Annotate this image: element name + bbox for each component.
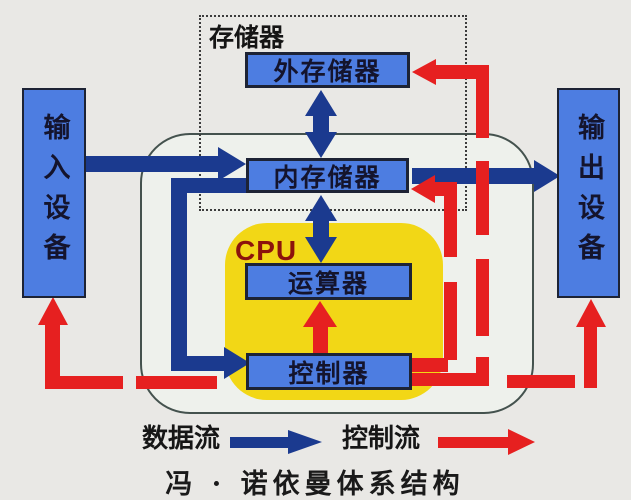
diagram-title: 冯 · 诺依曼体系结构 xyxy=(165,469,465,500)
arrow-segment xyxy=(313,112,329,136)
legend-control-flow-label: 控制流 xyxy=(342,423,421,453)
arrow-segment xyxy=(476,161,489,235)
arrow-segment xyxy=(230,437,288,448)
arrowhead xyxy=(305,195,337,221)
arrowhead xyxy=(38,297,68,325)
memory-group-label: 存储器 xyxy=(209,24,285,52)
arrowhead xyxy=(411,175,435,203)
arrow-segment xyxy=(171,356,224,371)
arrow-segment xyxy=(434,65,488,79)
main-memory-box: 内存储器 xyxy=(246,158,409,193)
arrow-segment xyxy=(136,376,217,389)
legend-data-flow-label: 数据流 xyxy=(142,423,221,453)
arrow-segment xyxy=(444,282,457,360)
arrowhead xyxy=(508,429,535,455)
arrow-segment xyxy=(584,326,597,388)
alu-box: 运算器 xyxy=(245,263,412,300)
arrow-segment xyxy=(313,217,329,243)
arrowhead xyxy=(305,132,337,158)
arrow-segment xyxy=(507,375,575,388)
arrowhead xyxy=(218,147,246,181)
arrowhead xyxy=(224,347,250,379)
arrowhead xyxy=(303,301,337,327)
control-unit-box: 控制器 xyxy=(246,353,412,390)
arrow-segment xyxy=(184,178,246,193)
arrowhead xyxy=(305,237,337,263)
arrow-segment xyxy=(476,259,489,336)
arrow-segment xyxy=(45,324,60,388)
arrow-segment xyxy=(171,178,187,371)
arrowhead xyxy=(576,299,606,327)
external-memory-box: 外存储器 xyxy=(245,52,410,88)
arrow-segment xyxy=(438,437,508,448)
cpu-label: CPU xyxy=(235,235,298,266)
arrowhead xyxy=(412,59,436,85)
arrowhead xyxy=(534,160,560,192)
arrowhead xyxy=(288,430,322,454)
input-device-box: 输入设备 xyxy=(22,88,86,298)
arrow-segment xyxy=(313,326,328,355)
arrow-segment xyxy=(444,182,457,257)
arrow-segment xyxy=(86,156,218,172)
arrowhead xyxy=(305,90,337,116)
arrow-segment xyxy=(476,65,489,138)
arrow-segment xyxy=(45,376,123,389)
arrow-segment xyxy=(408,358,448,372)
output-device-box: 输出设备 xyxy=(557,88,620,298)
arrow-segment xyxy=(412,168,536,184)
arrow-segment xyxy=(412,373,489,386)
